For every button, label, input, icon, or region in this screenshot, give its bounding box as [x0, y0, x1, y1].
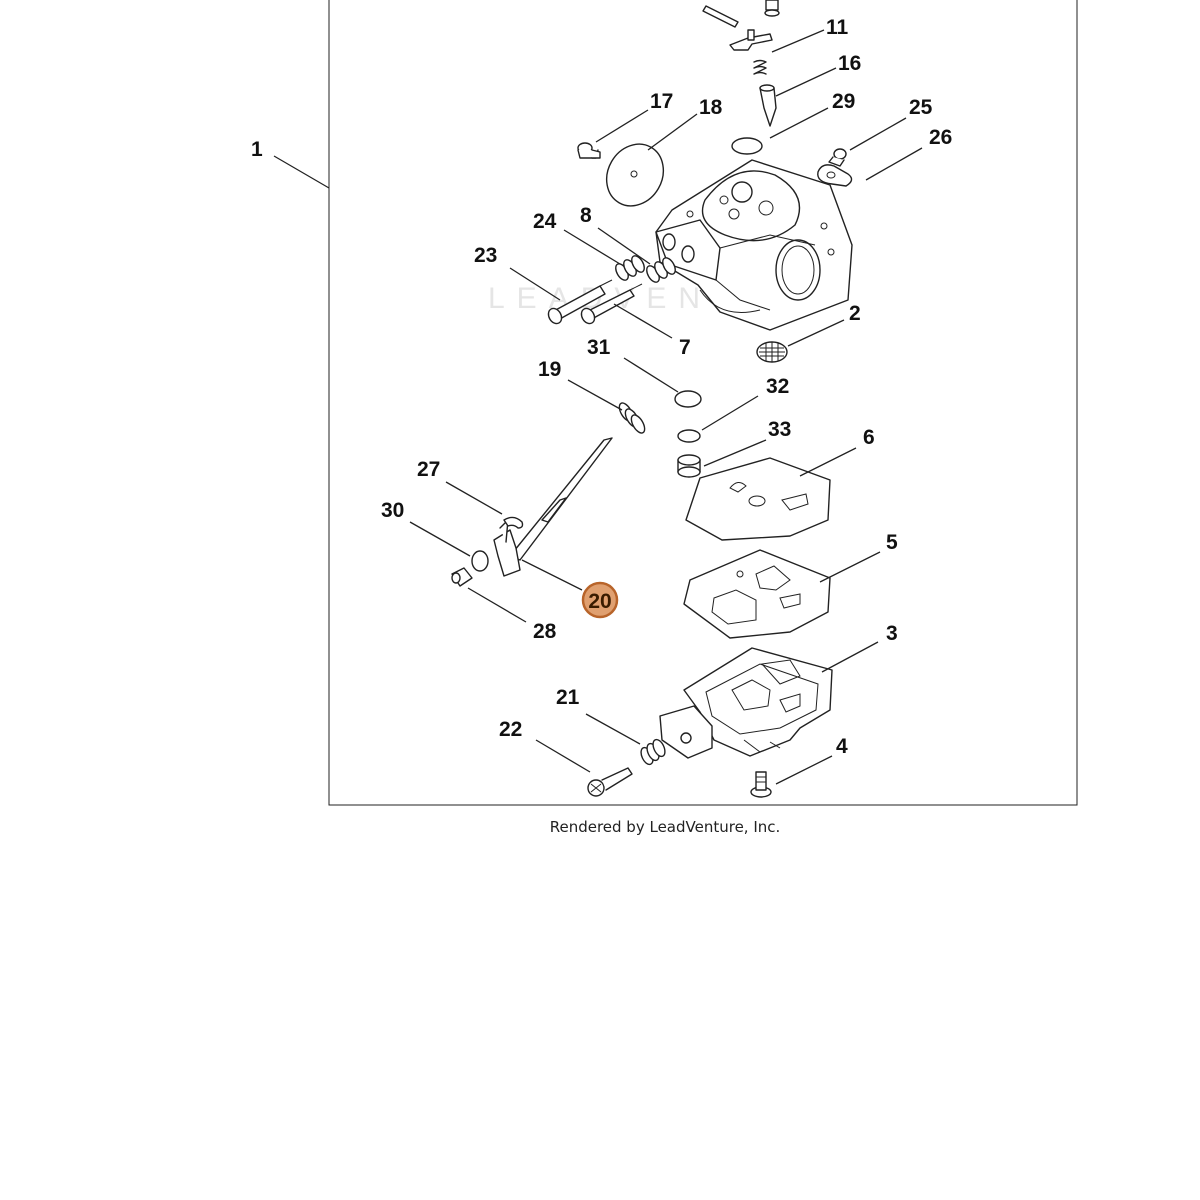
part-31-gasket [674, 390, 702, 408]
part-25-screw [828, 148, 847, 167]
callout-24[interactable]: 24 [533, 210, 557, 233]
part-18-diaphragm [605, 143, 665, 207]
part-3-cover [659, 647, 833, 759]
part-22-screw [587, 767, 633, 797]
callout-16[interactable]: 16 [838, 52, 861, 75]
part-29-disc [731, 137, 763, 155]
part-20-throttle-shaft [493, 437, 613, 577]
part-carburetor-body [655, 159, 853, 331]
part-16-inlet-needle [759, 84, 777, 127]
part-16-spring [753, 59, 767, 75]
leader-lines [273, 29, 923, 785]
part-26-gasket [817, 164, 853, 187]
callout-4[interactable]: 4 [836, 735, 848, 758]
part-11-metering-lever [729, 29, 773, 51]
callout-25[interactable]: 25 [909, 96, 933, 119]
callout-11[interactable]: 11 [826, 16, 849, 39]
callout-27[interactable]: 27 [417, 458, 440, 481]
callout-26[interactable]: 26 [929, 126, 952, 149]
render-credit: Rendered by LeadVenture, Inc. [549, 818, 781, 836]
callout-5[interactable]: 5 [886, 531, 898, 554]
callout-30[interactable]: 30 [381, 499, 404, 522]
callout-1[interactable]: 1 [251, 138, 263, 161]
callout-labels: 1 11 16 29 17 18 25 26 24 8 23 7 2 31 19… [251, 16, 952, 758]
svg-text:20: 20 [588, 590, 611, 613]
callout-23[interactable]: 23 [474, 244, 497, 267]
part-32-gasket [677, 429, 701, 443]
part-5-gasket [683, 549, 831, 639]
part-21-spring [640, 738, 666, 766]
part-7-adjusting-screw [580, 283, 643, 325]
callout-22[interactable]: 22 [499, 718, 522, 741]
callout-17[interactable]: 17 [650, 90, 673, 113]
diagram-frame [328, 0, 1078, 806]
callout-6[interactable]: 6 [863, 426, 875, 449]
callout-19[interactable]: 19 [538, 358, 561, 381]
callout-3[interactable]: 3 [886, 622, 898, 645]
callout-33[interactable]: 33 [768, 418, 791, 441]
callout-18[interactable]: 18 [699, 96, 723, 119]
callout-28[interactable]: 28 [533, 620, 557, 643]
callout-2[interactable]: 2 [849, 302, 861, 325]
callout-31[interactable]: 31 [587, 336, 611, 359]
callout-21[interactable]: 21 [556, 686, 580, 709]
callout-29[interactable]: 29 [832, 90, 855, 113]
part-8-spring [646, 257, 676, 283]
part-19-spring [618, 402, 646, 434]
part-2-filter-screen [756, 341, 788, 363]
part-28-screw [451, 567, 473, 587]
part-30-washer [471, 550, 489, 572]
part-33-plug [677, 454, 701, 478]
part-27-e-clip [503, 516, 524, 529]
part-24-spring [615, 255, 645, 281]
part-23-adjusting-screw [547, 279, 613, 325]
part-4-screw [750, 771, 772, 798]
callout-20-highlighted[interactable]: 20 [581, 581, 619, 619]
part-6-gasket [685, 457, 831, 541]
callout-7[interactable]: 7 [679, 336, 691, 359]
part-17-screw [577, 142, 601, 159]
part-top-pin [702, 0, 780, 28]
callout-8[interactable]: 8 [580, 204, 592, 227]
callout-32[interactable]: 32 [766, 375, 789, 398]
